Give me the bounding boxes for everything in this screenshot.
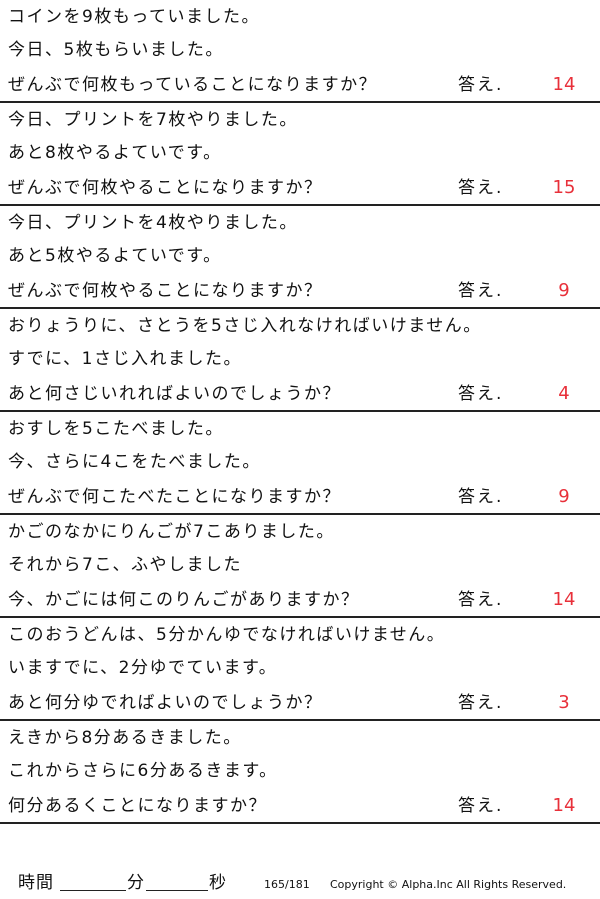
answer-value: 4 <box>558 383 570 404</box>
problem-line: 今、さらに4こをたべました。 <box>8 452 261 472</box>
answer-label: 答え. <box>458 796 504 816</box>
problem-5: おすしを5こたべました。 今、さらに4こをたべました。 ぜんぶで何こたべたことに… <box>0 412 600 515</box>
answer-label: 答え. <box>458 75 504 95</box>
seconds-blank <box>146 890 208 891</box>
problem-4: おりょうりに、さとうを5さじ入れなければいけません。 すでに、1さじ入れました。… <box>0 309 600 412</box>
minutes-blank <box>60 890 126 891</box>
problem-6: かごのなかにりんごが7こありました。 それから7こ、ふやしました 今、かごには何… <box>0 515 600 618</box>
problem-line: すでに、1さじ入れました。 <box>8 349 242 369</box>
answer-label: 答え. <box>458 590 504 610</box>
problem-line: 今日、プリントを4枚やりました。 <box>8 213 298 233</box>
answer-label: 答え. <box>458 281 504 301</box>
answer-value: 14 <box>552 589 576 610</box>
copyright-notice: Copyright © Alpha.Inc All Rights Reserve… <box>330 878 567 891</box>
answer-label: 答え. <box>458 487 504 507</box>
problem-question: あと何さじいれればよいのでしょうか？ <box>8 384 341 404</box>
problem-line: かごのなかにりんごが7こありました。 <box>8 522 335 542</box>
problem-line: あと5枚やるよていです。 <box>8 246 222 266</box>
answer-value: 3 <box>558 692 570 713</box>
answer-label: 答え. <box>458 384 504 404</box>
problem-question: ぜんぶで何こたべたことになりますか？ <box>8 487 341 507</box>
answer-value: 14 <box>552 74 576 95</box>
problem-list: コインを9枚もっていました。 今日、5枚もらいました。 ぜんぶで何枚もっているこ… <box>0 0 600 824</box>
problem-line: あと8枚やるよていです。 <box>8 143 222 163</box>
answer-label: 答え. <box>458 693 504 713</box>
problem-line: このおうどんは、5分かんゆでなければいけません。 <box>8 625 446 645</box>
problem-7: このおうどんは、5分かんゆでなければいけません。 いますでに、2分ゆでています。… <box>0 618 600 721</box>
problem-line: えきから8分あるきました。 <box>8 728 242 748</box>
problem-line: おすしを5こたべました。 <box>8 419 224 439</box>
problem-line: これからさらに6分あるきます。 <box>8 761 278 781</box>
problem-question: ぜんぶで何枚やることになりますか？ <box>8 178 323 198</box>
minutes-unit: 分 <box>127 873 144 893</box>
problem-line: いますでに、2分ゆでています。 <box>8 658 278 678</box>
problem-question: ぜんぶで何枚やることになりますか？ <box>8 281 323 301</box>
problem-line: コインを9枚もっていました。 <box>8 7 260 27</box>
worksheet-footer: 時間 分 秒 165/181 Copyright © Alpha.Inc All… <box>0 872 600 896</box>
problem-line: おりょうりに、さとうを5さじ入れなければいけません。 <box>8 316 482 336</box>
problem-question: あと何分ゆでればよいのでしょうか？ <box>8 693 323 713</box>
problem-1: コインを9枚もっていました。 今日、5枚もらいました。 ぜんぶで何枚もっているこ… <box>0 0 600 103</box>
answer-value: 9 <box>558 486 570 507</box>
page-number: 165/181 <box>264 878 310 891</box>
answer-label: 答え. <box>458 178 504 198</box>
problem-2: 今日、プリントを7枚やりました。 あと8枚やるよていです。 ぜんぶで何枚やること… <box>0 103 600 206</box>
problem-3: 今日、プリントを4枚やりました。 あと5枚やるよていです。 ぜんぶで何枚やること… <box>0 206 600 309</box>
answer-value: 15 <box>552 177 576 198</box>
problem-line: それから7こ、ふやしました <box>8 555 242 575</box>
answer-value: 14 <box>552 795 576 816</box>
seconds-unit: 秒 <box>209 873 226 893</box>
answer-value: 9 <box>558 280 570 301</box>
problem-question: 何分あるくことになりますか？ <box>8 796 267 816</box>
problem-8: えきから8分あるきました。 これからさらに6分あるきます。 何分あるくことになり… <box>0 721 600 824</box>
problem-question: 今、かごには何このりんごがありますか？ <box>8 590 360 610</box>
problem-question: ぜんぶで何枚もっていることになりますか？ <box>8 75 378 95</box>
problem-line: 今日、5枚もらいました。 <box>8 40 224 60</box>
problem-line: 今日、プリントを7枚やりました。 <box>8 110 298 130</box>
time-label: 時間 <box>18 873 54 893</box>
